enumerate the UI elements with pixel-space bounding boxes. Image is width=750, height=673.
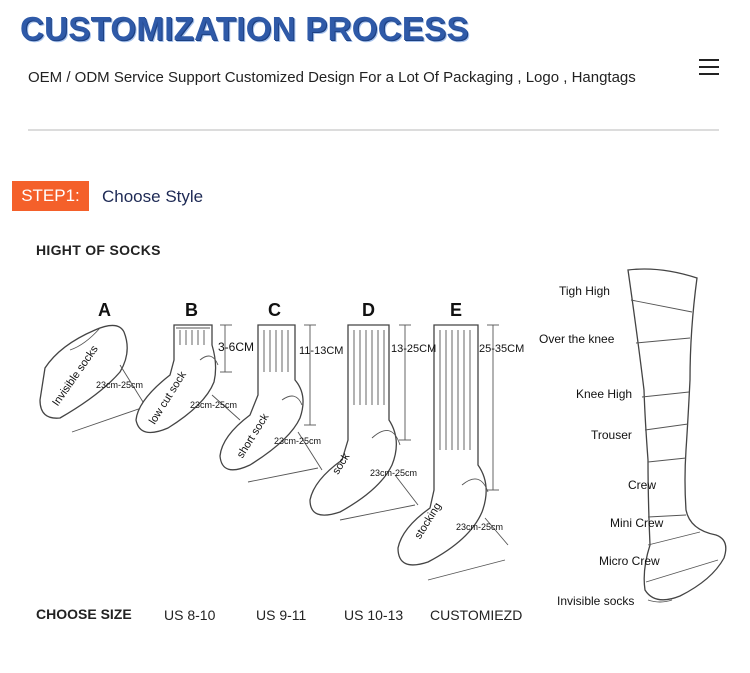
length-b: 23cm-25cm [190,400,238,410]
length-d: 23cm-25cm [370,468,418,478]
length-e: 23cm-25cm [456,522,504,532]
style-letter-a: A [98,300,111,320]
step-title: Choose Style [102,187,204,206]
style-letter-b: B [185,300,198,320]
style-letter-e: E [450,300,463,320]
style-letter-d: D [362,300,375,320]
leg-level-label: Micro Crew [599,554,660,568]
length-c: 23cm-25cm [274,436,322,446]
header-divider [28,129,719,131]
leg-level-label: Knee High [576,387,633,401]
leg-level-label: Crew [628,478,657,492]
leg-level-label: Invisible socks [557,594,635,608]
socks-heading: HIGHT OF SOCKS [36,242,161,258]
leg-level-label: Mini Crew [610,516,664,530]
style-letter-c: C [268,300,281,320]
leg-level-label: Over the knee [539,332,615,346]
height-b: 3-6CM [218,340,255,354]
size-option[interactable]: US 9-11 [256,607,307,623]
height-d: 13-25CM [391,343,437,355]
height-e: 25-35CM [479,343,525,355]
size-option[interactable]: US 10-13 [344,607,404,623]
size-option[interactable]: CUSTOMIEZD [430,607,523,623]
length-a: 23cm-25cm [96,380,144,390]
leg-level-label: Tigh High [559,284,610,298]
height-c: 11-13CM [299,345,344,357]
size-option[interactable]: US 8-10 [164,607,216,623]
hamburger-icon[interactable] [699,54,719,80]
step-badge: STEP1: [12,181,89,211]
leg-level-label: Trouser [591,428,632,442]
page-subtitle: OEM / ODM Service Support Customized Des… [28,69,636,86]
page-title: CUSTOMIZATION PROCESS [20,10,469,47]
choose-size-label: CHOOSE SIZE [36,606,132,622]
